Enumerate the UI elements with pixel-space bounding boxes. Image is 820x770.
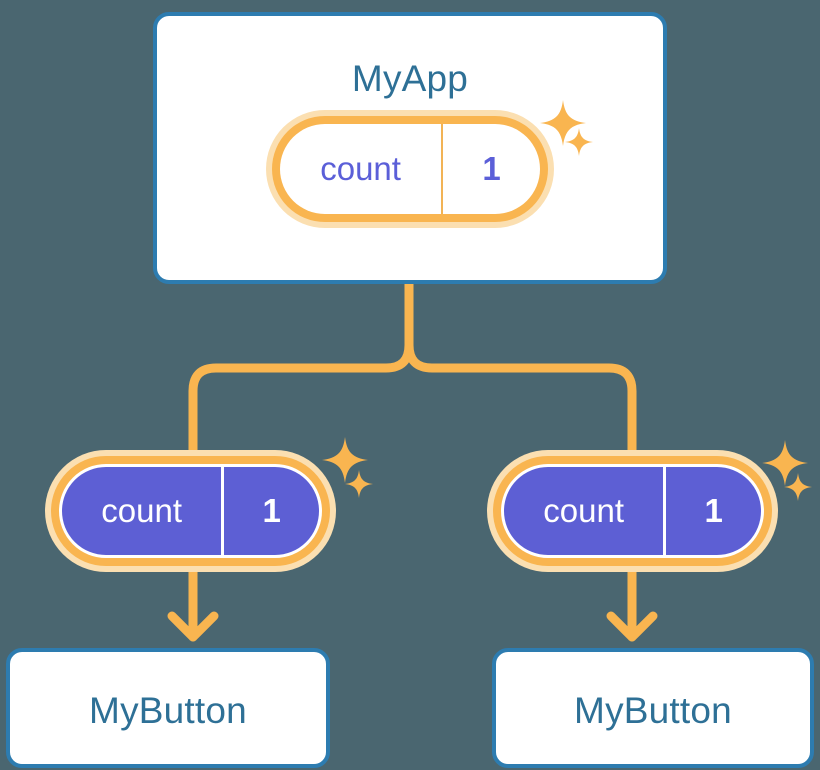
connector-branch-left xyxy=(188,340,414,457)
node-label: MyButton xyxy=(89,690,247,731)
sparkle-icon xyxy=(762,440,808,486)
sparkle-icon xyxy=(322,437,368,483)
state-pill-body: count 1 xyxy=(59,464,322,558)
connector-branch-right xyxy=(404,340,637,457)
arrow-head-left xyxy=(167,611,219,642)
state-pill-branch-right[interactable]: count 1 xyxy=(487,450,778,572)
state-key-label: count xyxy=(543,492,625,529)
page-title: MyApp xyxy=(351,58,469,99)
state-value-label: 1 xyxy=(441,124,540,214)
state-pill-branch-left[interactable]: count 1 xyxy=(45,450,336,572)
sparkle-icon xyxy=(565,128,593,156)
node-card-mybutton-left[interactable]: MyButton xyxy=(6,648,330,768)
state-pill-body: count 1 xyxy=(501,464,764,558)
state-value-label: 1 xyxy=(221,467,319,555)
sparkle-icon xyxy=(345,470,373,498)
state-pill-root[interactable]: count 1 xyxy=(266,110,554,228)
sparkle-icon xyxy=(784,473,812,501)
state-value-label: 1 xyxy=(663,467,761,555)
state-key-label: count xyxy=(320,150,401,187)
node-label: MyButton xyxy=(574,690,732,731)
node-card-mybutton-right[interactable]: MyButton xyxy=(492,648,814,768)
arrow-head-right xyxy=(606,611,658,642)
state-key-label: count xyxy=(101,492,183,529)
state-pill-body: count 1 xyxy=(280,124,540,214)
